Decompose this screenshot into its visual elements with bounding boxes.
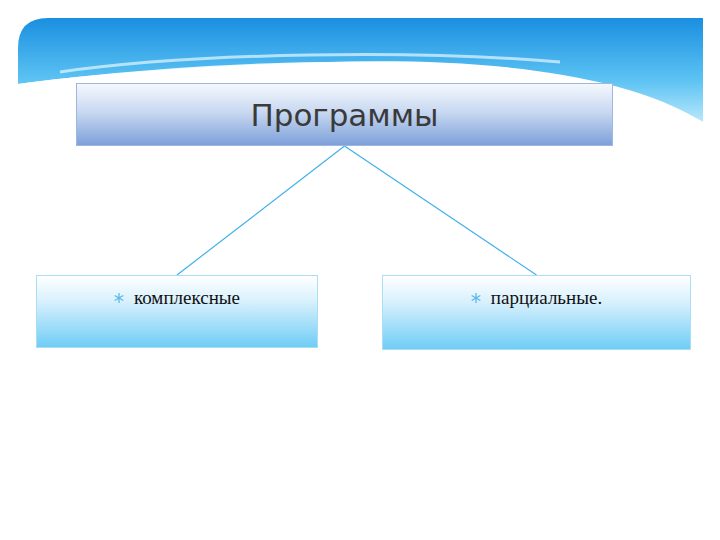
root-box: Программы [76,83,613,146]
root-title: Программы [250,97,438,133]
bullet-stroke [115,296,124,301]
connector-line [345,146,537,275]
category-box: комплексные [36,275,318,348]
bullet-row: комплексные [114,287,240,309]
bullet-stroke [115,296,124,301]
wave-line [60,55,560,72]
bullet-stroke [472,296,481,301]
bullet-star [471,293,481,303]
connector-line [177,146,345,275]
category-label: парциальные. [491,287,602,309]
category-label: комплексные [134,287,240,309]
bullet-star [114,293,124,303]
category-box: парциальные. [382,275,691,350]
bullet-stroke [472,296,481,301]
bullet-row: парциальные. [471,287,602,309]
